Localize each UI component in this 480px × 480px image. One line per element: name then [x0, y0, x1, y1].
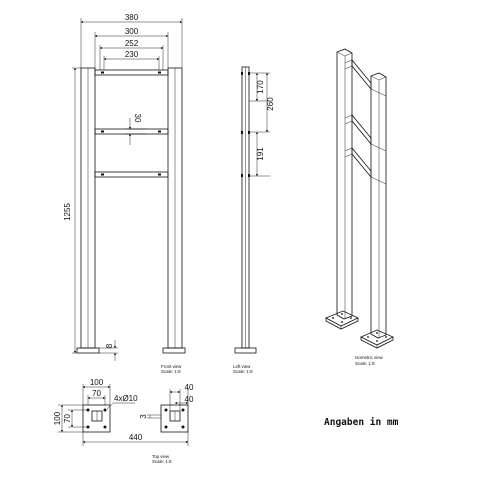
top-left-plate-holes [86, 408, 107, 429]
front-crossbar-bottom [94, 171, 169, 178]
front-right-base-plate [162, 347, 186, 354]
top-dim-100-width: 100 [90, 378, 104, 387]
top-caption-scale: Scale: 1:8 [152, 459, 172, 464]
left-caption-title: Left view [233, 364, 251, 369]
front-dim-380: 380 [125, 13, 139, 22]
front-dim-230: 230 [125, 50, 139, 59]
top-dim-70-width: 70 [92, 389, 101, 398]
left-dim-260: 260 [266, 97, 275, 111]
top-dim-40-upper: 40 [185, 383, 194, 392]
top-dim-100-height: 100 [53, 411, 62, 425]
front-dim-1255: 1255 [63, 203, 72, 221]
front-dim-300: 300 [125, 27, 139, 36]
top-dim-holes: 4xØ10 [114, 394, 138, 403]
top-dim-440: 440 [129, 433, 143, 442]
top-dim-70-height: 70 [63, 414, 72, 423]
front-crossbar-middle [94, 128, 169, 135]
left-view: 170 260 191 Left view Scale: 1:8 [233, 66, 275, 374]
left-dim-191: 191 [256, 147, 265, 161]
front-left-base-plate [76, 347, 100, 354]
top-left-base-plate [82, 404, 111, 433]
top-right-plate-holes [164, 408, 185, 429]
front-crossbar-top [94, 69, 169, 76]
front-dim-252: 252 [125, 39, 139, 48]
units-note: Angaben in mm [324, 417, 399, 428]
top-right-base-plate [160, 404, 189, 433]
iso-left-post [336, 48, 353, 320]
front-dim-8: 8 [105, 343, 114, 348]
iso-caption-scale: Scale: 1:8 [355, 361, 375, 366]
top-dim-40-lower: 40 [185, 395, 194, 404]
top-dim-3: 3 [139, 414, 148, 419]
front-caption-title: Front view [161, 364, 182, 369]
left-bolt-marks [241, 72, 250, 177]
isometric-view: Isometric view Scale: 1:8 [325, 48, 394, 366]
left-base-plate [234, 347, 257, 354]
iso-right-post [370, 72, 387, 339]
front-caption-scale: Scale: 1:8 [161, 369, 181, 374]
top-caption-title: Top view [152, 454, 170, 459]
iso-crossbar-middle [351, 113, 372, 146]
iso-crossbar-bottom [351, 146, 372, 179]
left-caption-scale: Scale: 1:8 [233, 369, 253, 374]
top-view: 100 70 4xØ10 100 70 3 [53, 378, 194, 464]
front-dim-30: 30 [133, 114, 142, 123]
iso-caption-title: Isometric view [355, 355, 384, 360]
front-view: 380 300 252 230 30 1255 [63, 13, 186, 374]
left-dim-170: 170 [256, 80, 265, 94]
iso-crossbar-top [351, 58, 372, 91]
